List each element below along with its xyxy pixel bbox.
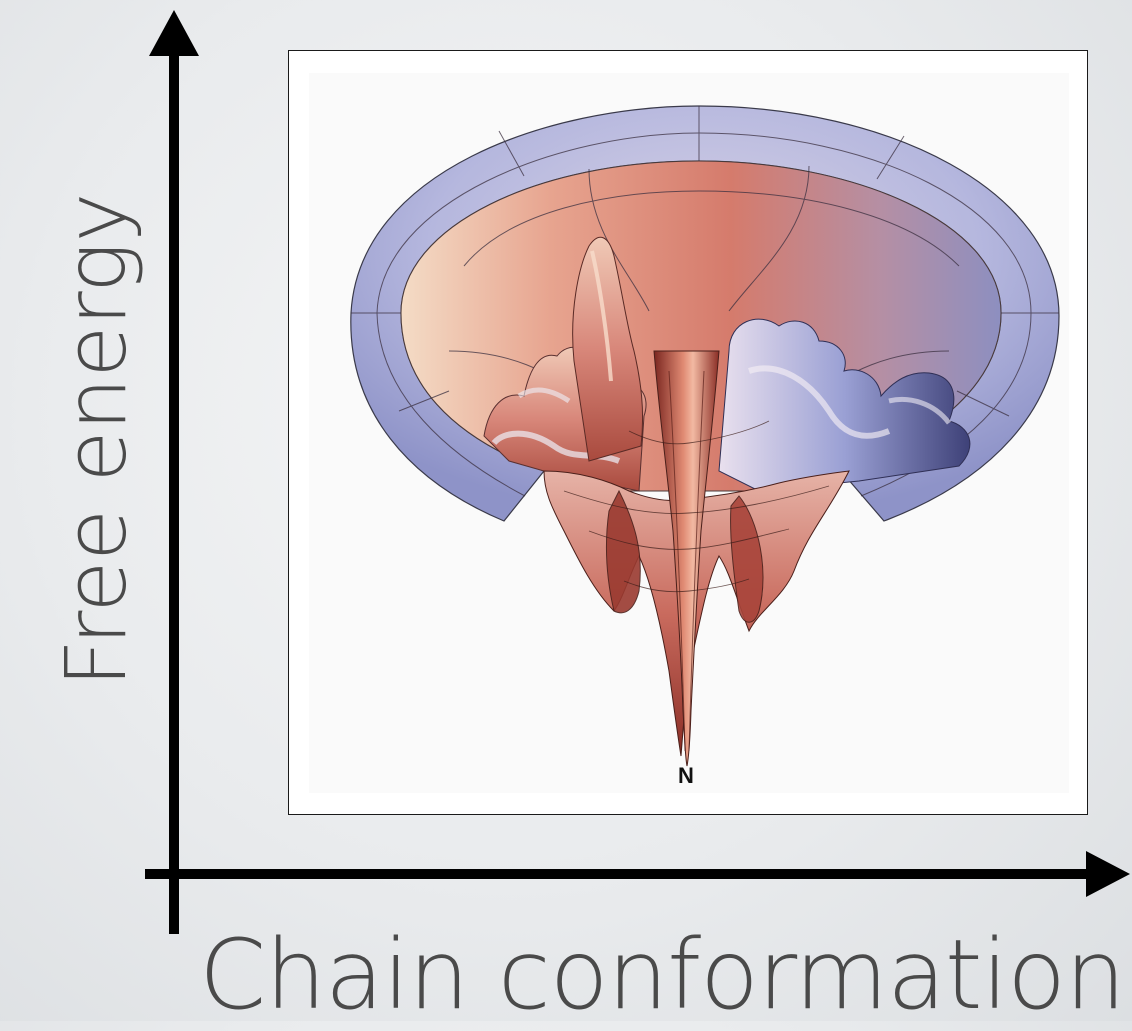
x-axis-arrowhead bbox=[1086, 851, 1130, 897]
energy-landscape-figure: N bbox=[288, 50, 1088, 815]
funnel-illustration: N bbox=[289, 51, 1088, 815]
native-state-label: N bbox=[678, 763, 694, 788]
x-axis-label: Chain conformation bbox=[199, 927, 1125, 1023]
y-axis-arrowhead bbox=[149, 10, 199, 56]
y-axis-label: Free energy bbox=[54, 193, 138, 688]
